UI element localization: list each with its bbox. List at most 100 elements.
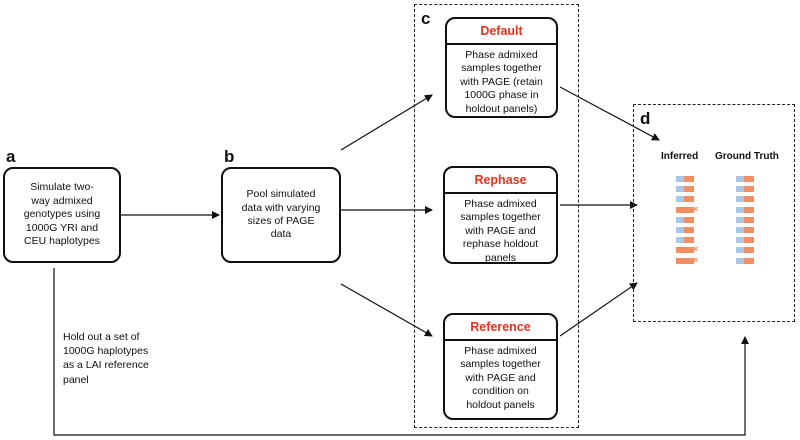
pool-line: sizes of PAGE xyxy=(247,215,315,227)
rephase-description: Phase admixed samples together with PAGE… xyxy=(445,194,556,265)
inferred-column-label: Inferred xyxy=(661,151,699,162)
reference-line: with PAGE and xyxy=(465,371,536,384)
reference-description: Phase admixed samples together with PAGE… xyxy=(445,341,556,412)
rephase-line: Phase admixed xyxy=(464,198,537,210)
holdout-connector xyxy=(53,268,749,436)
haplotype-segment xyxy=(676,227,684,233)
rephase-line: samples together xyxy=(460,211,541,224)
simulate-box: Simulate two- way admixed genotypes usin… xyxy=(3,167,121,263)
default-line: holdout panels) xyxy=(465,102,538,115)
haplotype-bar xyxy=(676,196,694,202)
haplotype-bar xyxy=(736,258,754,264)
haplotype-segment xyxy=(676,176,684,182)
simulate-line: CEU haplotypes xyxy=(24,235,100,248)
reference-method-box: Reference Phase admixed samples together… xyxy=(443,313,558,420)
pool-box: Pool simulated data with varying sizes o… xyxy=(221,167,341,263)
haplotype-segment xyxy=(736,227,744,233)
rephase-line: rephase holdout xyxy=(462,238,539,251)
simulate-line: genotypes using xyxy=(23,208,101,221)
haplotype-bar xyxy=(736,217,754,223)
haplotype-segment xyxy=(736,237,744,243)
haplotype-bar xyxy=(676,247,694,253)
haplotype-segment xyxy=(744,186,754,192)
haplotype-segment xyxy=(736,247,744,253)
haplotype-segment xyxy=(676,258,694,264)
reference-line: Phase admixed xyxy=(464,345,537,357)
haplotype-bar xyxy=(736,207,754,213)
default-line: Phase admixed xyxy=(465,49,538,61)
haplotype-segment xyxy=(744,227,754,233)
simulate-line: way admixed xyxy=(31,194,93,207)
haplotype-segment xyxy=(676,207,694,213)
panel-label-a: a xyxy=(6,147,16,166)
default-title: Default xyxy=(447,19,556,45)
simulate-line: 1000G YRI and xyxy=(25,221,99,234)
mismatch-marker: × xyxy=(693,244,699,254)
haplotype-segment xyxy=(736,186,744,192)
default-line: samples together xyxy=(461,62,542,75)
haplotype-segment xyxy=(744,247,754,253)
rephase-line: panels xyxy=(485,251,516,264)
haplotype-segment xyxy=(676,237,684,243)
haplotype-segment xyxy=(736,258,744,264)
mismatch-marker: × xyxy=(693,204,699,214)
reference-line: samples together xyxy=(460,358,541,371)
haplotype-segment xyxy=(736,196,744,202)
haplotype-bar xyxy=(676,227,694,233)
reference-line: holdout panels xyxy=(466,398,535,411)
haplotype-bar xyxy=(736,186,754,192)
haplotype-segment xyxy=(684,196,694,202)
haplotype-bar xyxy=(676,207,694,213)
haplotype-segment xyxy=(684,237,694,243)
haplotype-bar xyxy=(676,186,694,192)
haplotype-segment xyxy=(684,186,694,192)
panel-label-c: c xyxy=(421,9,431,28)
simulate-line: Simulate two- xyxy=(30,181,94,194)
mismatch-marker: × xyxy=(693,255,699,265)
haplotype-segment xyxy=(736,217,744,223)
default-method-box: Default Phase admixed samples together w… xyxy=(445,17,558,118)
haplotype-segment xyxy=(684,217,694,223)
holdout-line: panel xyxy=(63,373,89,386)
haplotype-segment xyxy=(744,258,754,264)
holdout-line: Hold out a set of xyxy=(63,331,140,343)
arrow-default-to-d xyxy=(559,86,660,141)
panel-c-frame xyxy=(414,4,579,428)
reference-line: condition on xyxy=(472,385,529,398)
holdout-note: Hold out a set of 1000G haplotypes as a … xyxy=(63,330,149,387)
haplotype-segment xyxy=(736,176,744,182)
haplotype-bar xyxy=(736,237,754,243)
panel-d-frame xyxy=(633,104,795,322)
haplotype-segment xyxy=(744,176,754,182)
arrow-reference-to-d xyxy=(559,282,638,337)
pool-line: data xyxy=(270,228,292,241)
haplotype-segment xyxy=(684,176,694,182)
rephase-title: Rephase xyxy=(445,168,556,194)
ground-truth-column-label: Ground Truth xyxy=(715,151,779,162)
haplotype-segment xyxy=(744,196,754,202)
panel-label-b: b xyxy=(224,147,235,166)
reference-title: Reference xyxy=(445,315,556,341)
panel-label-d: d xyxy=(640,109,651,128)
rephase-line: with PAGE and xyxy=(465,224,536,237)
haplotype-segment xyxy=(744,237,754,243)
haplotype-bar xyxy=(676,176,694,182)
haplotype-bar xyxy=(736,247,754,253)
haplotype-bar xyxy=(676,237,694,243)
pool-line: Pool simulated xyxy=(246,188,316,201)
haplotype-segment xyxy=(676,247,694,253)
pool-line: data with varying xyxy=(241,201,321,214)
haplotype-segment xyxy=(736,207,744,213)
holdout-line: 1000G haplotypes xyxy=(63,345,149,358)
haplotype-segment xyxy=(684,227,694,233)
haplotype-bar xyxy=(676,258,694,264)
holdout-line: as a LAI reference xyxy=(63,359,149,372)
haplotype-segment xyxy=(744,207,754,213)
haplotype-segment xyxy=(744,217,754,223)
haplotype-segment xyxy=(676,217,684,223)
haplotype-segment xyxy=(676,186,684,192)
default-description: Phase admixed samples together with PAGE… xyxy=(447,45,556,116)
default-line: 1000G phase in xyxy=(464,89,539,102)
haplotype-bar xyxy=(736,227,754,233)
